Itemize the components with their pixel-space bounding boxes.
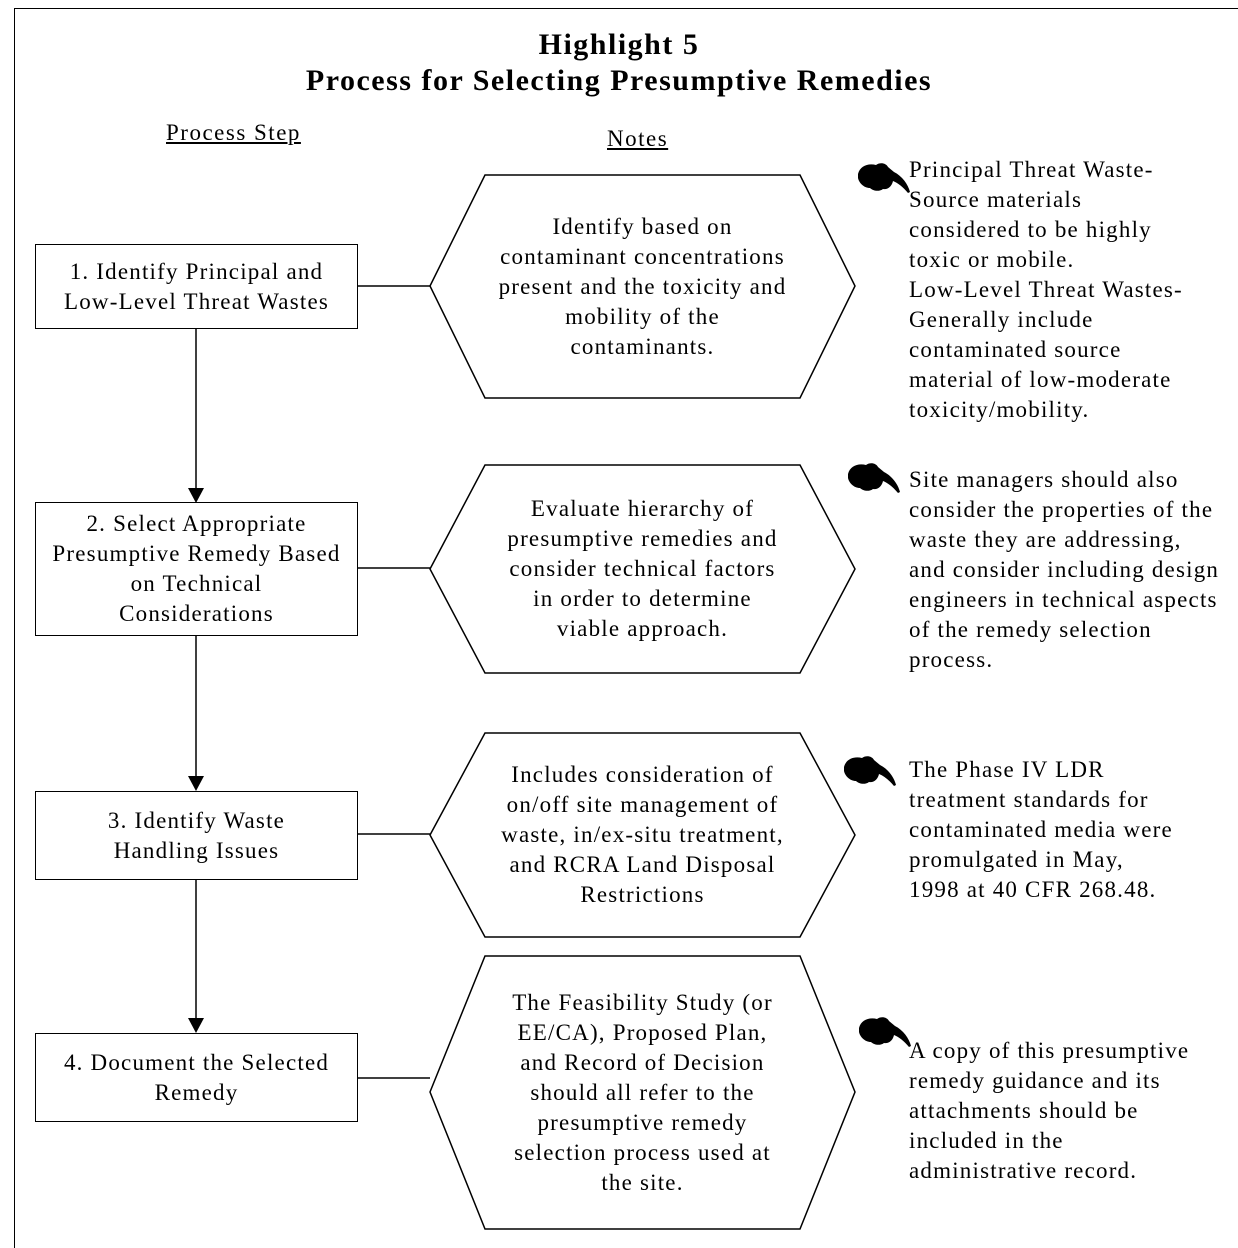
- column-header-notes: Notes: [607, 126, 669, 151]
- pointing-hand-icon: [859, 1017, 911, 1047]
- hexagon-shape: [429, 732, 856, 938]
- process-step-4: 4. Document the Selected Remedy: [35, 1033, 358, 1122]
- arrowhead-step4: [188, 1018, 204, 1033]
- column-header-process-step: Process Step: [166, 120, 301, 145]
- pointing-hand-icon: [844, 756, 896, 786]
- side-note-1: Principal Threat Waste- Source materials…: [909, 157, 1183, 422]
- process-step-4-label: 4. Document the Selected Remedy: [63, 1049, 330, 1105]
- hexagon-shape: [429, 174, 856, 399]
- note-hexagon-4: The Feasibility Study (or EE/CA), Propos…: [429, 955, 856, 1230]
- side-note-3: The Phase IV LDR treatment standards for…: [909, 757, 1173, 902]
- pointing-hand-icon: [858, 163, 910, 193]
- note-hexagon-2: Evaluate hierarchy of presumptive remedi…: [429, 464, 856, 674]
- note-hexagon-3: Includes consideration of on/off site ma…: [429, 732, 856, 938]
- side-note-4: A copy of this presumptive remedy guidan…: [909, 1038, 1190, 1183]
- figure-title: Highlight 5: [538, 28, 700, 61]
- process-step-1: 1. Identify Principal and Low-Level Thre…: [35, 244, 358, 329]
- note-3-text: Includes consideration of on/off site ma…: [501, 762, 784, 907]
- note-1-text: Identify based on contaminant concentrat…: [498, 213, 787, 359]
- arrowhead-step3: [188, 776, 204, 791]
- side-note-2: Site managers should also consider the p…: [909, 467, 1220, 672]
- note-2-text: Evaluate hierarchy of presumptive remedi…: [507, 496, 778, 641]
- figure-frame: [14, 8, 1238, 1248]
- hexagon-shape: [429, 464, 856, 674]
- arrowhead-step2: [188, 488, 204, 503]
- hexagon-shape: [429, 955, 856, 1230]
- figure-subtitle: Process for Selecting Presumptive Remedi…: [305, 64, 933, 97]
- process-step-2: 2. Select Appropriate Presumptive Remedy…: [35, 502, 358, 636]
- note-hexagon-1: Identify based on contaminant concentrat…: [429, 174, 856, 399]
- note-4-text: The Feasibility Study (or EE/CA), Propos…: [512, 989, 773, 1195]
- process-step-2-label: 2. Select Appropriate Presumptive Remedy…: [52, 511, 341, 626]
- pointing-hand-icon: [848, 463, 900, 493]
- process-step-1-label: 1. Identify Principal and Low-Level Thre…: [63, 258, 330, 314]
- process-step-3-label: 3. Identify Waste Handling Issues: [107, 807, 286, 863]
- process-step-3: 3. Identify Waste Handling Issues: [35, 791, 358, 880]
